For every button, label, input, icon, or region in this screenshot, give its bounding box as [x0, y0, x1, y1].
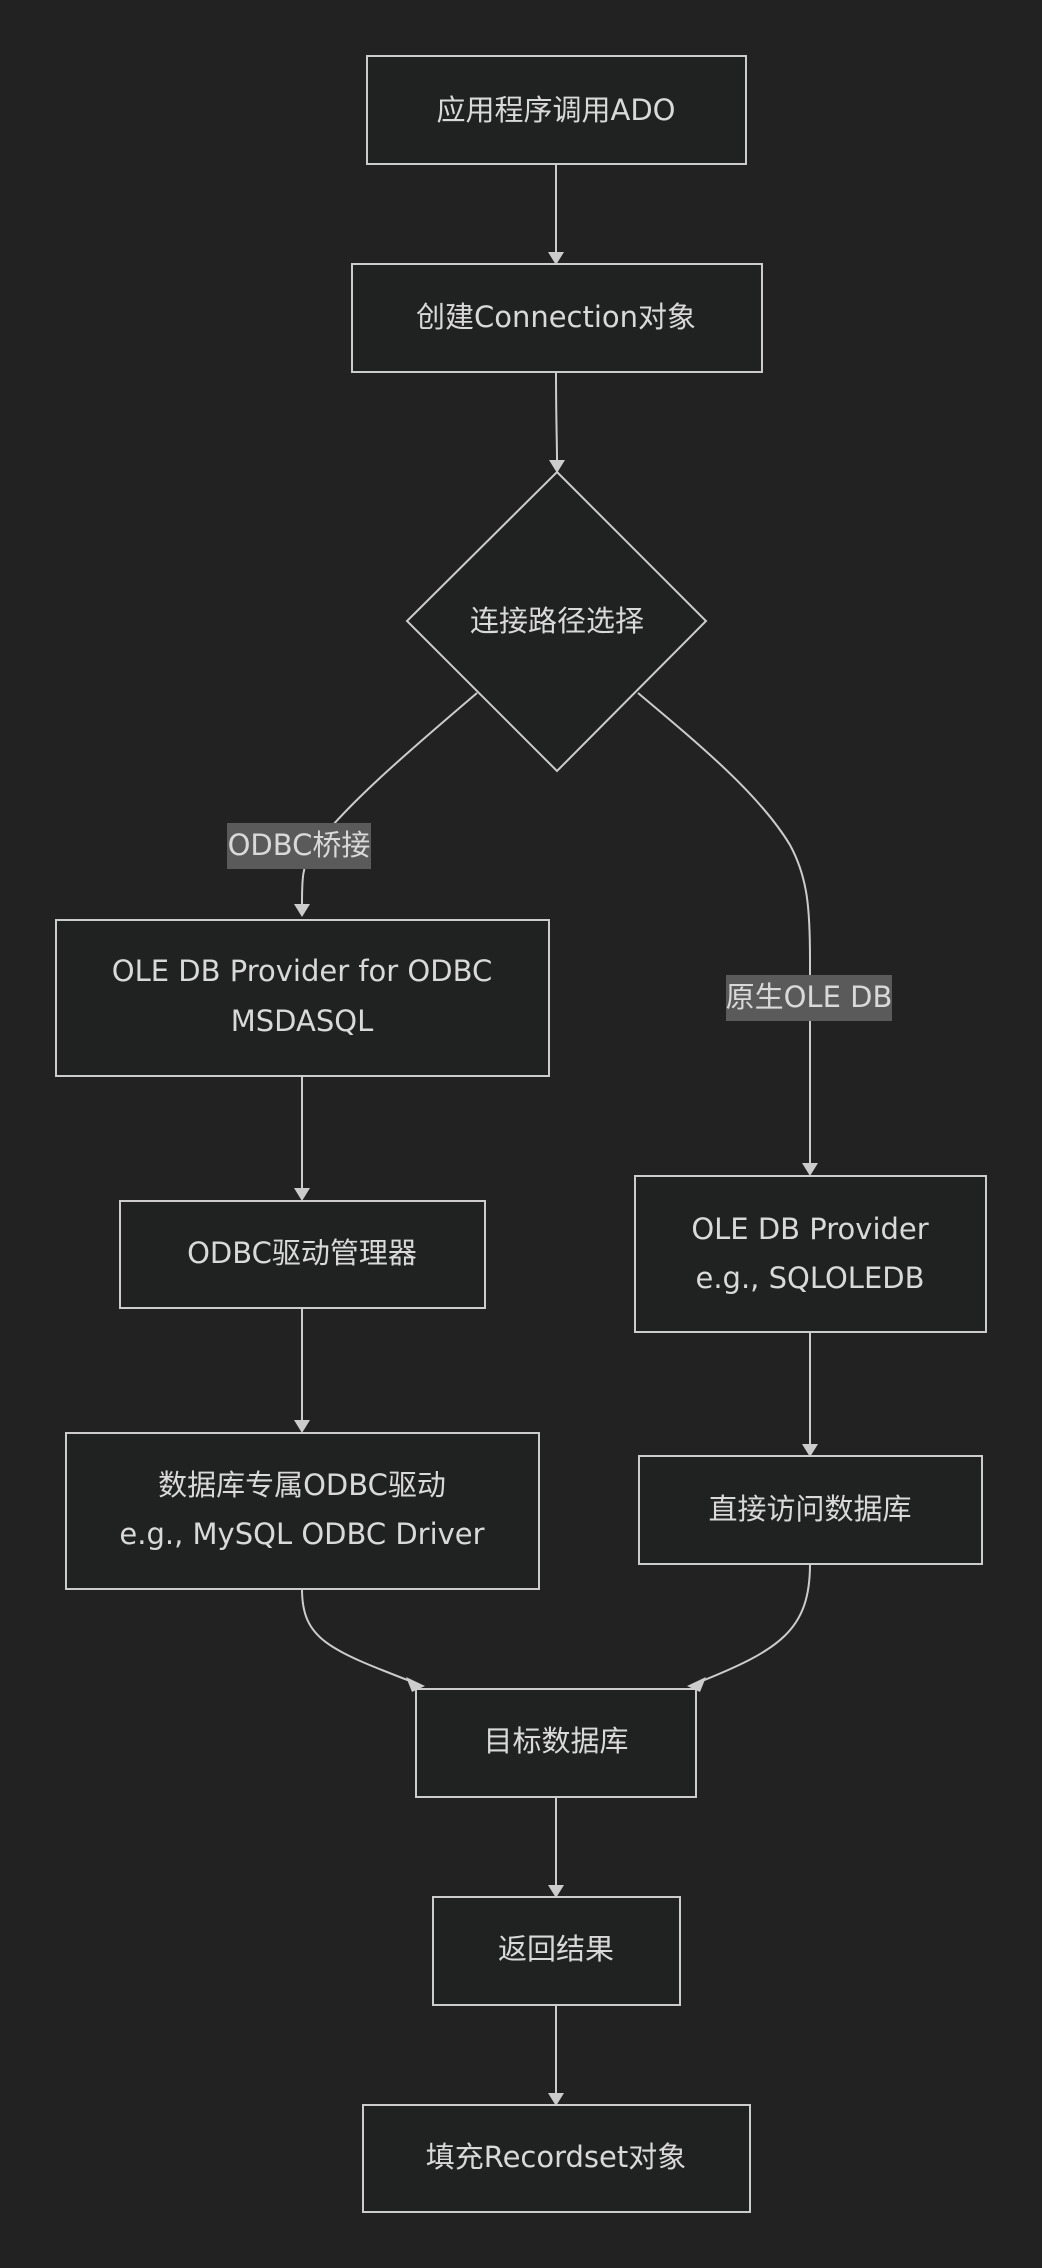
- node-label: 连接路径选择: [470, 604, 644, 638]
- edge-label-odbc-bridge: ODBC桥接: [227, 823, 371, 869]
- arrowhead: [294, 1188, 310, 1201]
- edge-choice-to-msdasql: [301, 692, 478, 905]
- edge-direct-to-target: [696, 1563, 811, 1684]
- node-label-line-1: 数据库专属ODBC驱动: [158, 1468, 446, 1502]
- arrowhead: [548, 2093, 564, 2106]
- edge-connection-to-choice: [555, 371, 558, 461]
- edge-driver-to-target: [301, 1588, 416, 1684]
- node-label-line-1: OLE DB Provider for ODBC: [112, 954, 492, 988]
- edge-label-text: 原生OLE DB: [726, 980, 893, 1014]
- node-box: [638, 1455, 983, 1565]
- arrowhead: [548, 1885, 564, 1898]
- node-label-line-2: e.g., SQLOLEDB: [695, 1261, 924, 1295]
- node-label: 创建Connection对象: [416, 300, 696, 334]
- node-label-line-2: MSDASQL: [231, 1004, 373, 1038]
- node-box: [366, 55, 747, 165]
- arrowhead: [548, 252, 564, 265]
- arrowhead: [406, 1677, 425, 1692]
- node-target-db: 目标数据库: [415, 1688, 697, 1798]
- node-return-results: 返回结果: [432, 1896, 681, 2006]
- node-label-line-1: OLE DB Provider: [691, 1212, 928, 1246]
- arrowhead: [802, 1444, 818, 1457]
- node-label: ODBC驱动管理器: [187, 1236, 417, 1270]
- edge-label-background: [227, 823, 371, 869]
- node-msdasql: OLE DB Provider for ODBC MSDASQL: [55, 919, 550, 1077]
- node-oledb-provider: OLE DB Provider e.g., SQLOLEDB: [634, 1175, 987, 1333]
- arrowhead: [802, 1163, 818, 1176]
- arrowhead: [294, 1420, 310, 1433]
- node-box: [351, 263, 763, 373]
- node-box: [362, 2104, 751, 2213]
- node-label-line-2: e.g., MySQL ODBC Driver: [119, 1517, 484, 1551]
- edge-label-native-oledb: 原生OLE DB: [726, 975, 893, 1021]
- node-label: 返回结果: [498, 1932, 614, 1966]
- arrowhead: [294, 904, 310, 917]
- node-db-odbc-driver: 数据库专属ODBC驱动 e.g., MySQL ODBC Driver: [65, 1432, 540, 1590]
- node-box: [432, 1896, 681, 2006]
- node-box: [415, 1688, 697, 1798]
- arrowhead: [687, 1677, 706, 1692]
- arrowhead: [549, 460, 565, 473]
- node-fill-recordset: 填充Recordset对象: [362, 2104, 751, 2213]
- decision-diamond: [405, 470, 708, 773]
- node-path-choice: 连接路径选择: [405, 470, 708, 773]
- node-app-calls-ado: 应用程序调用ADO: [366, 55, 747, 165]
- edge-label-background: [726, 975, 892, 1021]
- edges: [294, 164, 818, 2106]
- node-box: [634, 1175, 987, 1333]
- node-label: 应用程序调用ADO: [437, 93, 676, 127]
- node-box: [55, 919, 550, 1077]
- node-label: 填充Recordset对象: [426, 2140, 687, 2174]
- node-label: 目标数据库: [483, 1724, 628, 1758]
- node-create-connection: 创建Connection对象: [351, 263, 763, 373]
- node-odbc-manager: ODBC驱动管理器: [119, 1200, 486, 1309]
- node-label: 直接访问数据库: [708, 1492, 911, 1526]
- node-direct-access: 直接访问数据库: [638, 1455, 983, 1565]
- node-box: [119, 1200, 486, 1309]
- node-box: [65, 1432, 540, 1590]
- edge-choice-to-oledb: [637, 692, 811, 1163]
- edge-label-text: ODBC桥接: [228, 828, 371, 862]
